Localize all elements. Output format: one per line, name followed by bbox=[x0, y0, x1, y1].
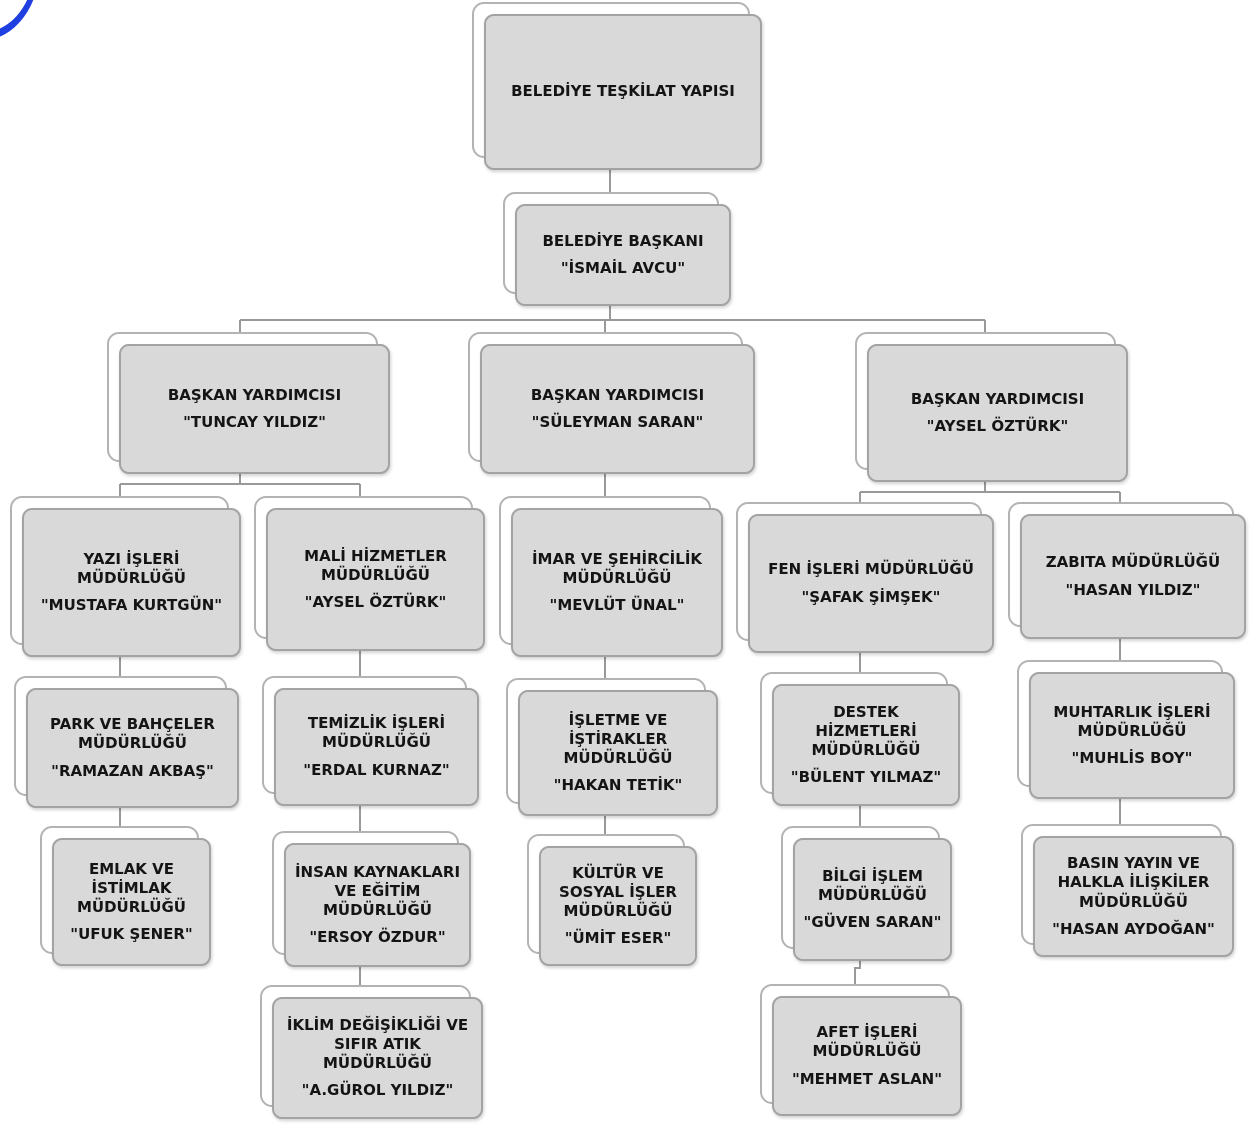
directorate-title: PARK VE BAHÇELER MÜDÜRLÜĞÜ bbox=[50, 715, 215, 753]
directorate-title: TEMİZLİK İŞLERİ MÜDÜRLÜĞÜ bbox=[307, 714, 446, 752]
directorate-isletme-istirakler: İŞLETME VE İŞTİRAKLER MÜDÜRLÜĞÜ "HAKAN T… bbox=[506, 678, 718, 816]
directorate-head-name: "MUHLİS BOY" bbox=[1071, 749, 1193, 768]
deputy-3-title: BAŞKAN YARDIMCISI bbox=[910, 389, 1085, 408]
directorate-head-name: "ERDAL KURNAZ" bbox=[303, 760, 450, 779]
directorate-head-name: "ŞAFAK ŞİMŞEK" bbox=[801, 587, 941, 606]
directorate-title: EMLAK VE İSTİMLAK MÜDÜRLÜĞÜ bbox=[77, 859, 186, 916]
directorate-title: DESTEK HİZMETLERİ MÜDÜRLÜĞÜ bbox=[811, 702, 921, 759]
directorate-title: AFET İŞLERİ MÜDÜRLÜĞÜ bbox=[812, 1023, 922, 1061]
directorate-head-name: "HASAN AYDOĞAN" bbox=[1052, 919, 1215, 938]
directorate-head-name: "MEVLÜT ÜNAL" bbox=[549, 596, 685, 615]
directorate-head-name: "HASAN YILDIZ" bbox=[1065, 580, 1201, 599]
directorate-kultur-sosyal: KÜLTÜR VE SOSYAL İŞLER MÜDÜRLÜĞÜ "ÜMİT E… bbox=[527, 834, 697, 966]
directorate-head-name: "AYSEL ÖZTÜRK" bbox=[304, 593, 447, 612]
directorate-emlak-istimlak: EMLAK VE İSTİMLAK MÜDÜRLÜĞÜ "UFUK ŞENER" bbox=[40, 826, 211, 966]
directorate-fen-isleri: FEN İŞLERİ MÜDÜRLÜĞÜ "ŞAFAK ŞİMŞEK" bbox=[736, 502, 994, 653]
directorate-head-name: "ÜMİT ESER" bbox=[564, 929, 672, 948]
directorate-destek-hizmetleri: DESTEK HİZMETLERİ MÜDÜRLÜĞÜ "BÜLENT YILM… bbox=[760, 672, 960, 806]
directorate-title: İNSAN KAYNAKLARI VE EĞİTİM MÜDÜRLÜĞÜ bbox=[294, 862, 461, 919]
directorate-iklim-sifir-atik: İKLİM DEĞİŞİKLİĞİ VE SIFIR ATIK MÜDÜRLÜĞ… bbox=[260, 985, 483, 1119]
directorate-title: ZABITA MÜDÜRLÜĞÜ bbox=[1045, 553, 1221, 572]
deputy-1-title: BAŞKAN YARDIMCISI bbox=[167, 385, 342, 404]
mayor-name: "İSMAİL AVCU" bbox=[560, 259, 686, 277]
directorate-title: BASIN YAYIN VE HALKLA İLİŞKİLER MÜDÜRLÜĞ… bbox=[1057, 854, 1210, 911]
directorate-head-name: "HAKAN TETİK" bbox=[553, 776, 683, 795]
directorate-title: İŞLETME VE İŞTİRAKLER MÜDÜRLÜĞÜ bbox=[563, 710, 673, 767]
directorate-title: İKLİM DEĞİŞİKLİĞİ VE SIFIR ATIK MÜDÜRLÜĞ… bbox=[286, 1015, 469, 1072]
directorate-park-bahceler: PARK VE BAHÇELER MÜDÜRLÜĞÜ "RAMAZAN AKBA… bbox=[14, 676, 239, 808]
deputy-3-name: "AYSEL ÖZTÜRK" bbox=[926, 417, 1069, 435]
mayor-title: BELEDİYE BAŞKANI bbox=[542, 231, 704, 250]
deputy-1-name: "TUNCAY YILDIZ" bbox=[183, 413, 326, 431]
directorate-imar-sehircilik: İMAR VE ŞEHİRCİLİK MÜDÜRLÜĞÜ "MEVLÜT ÜNA… bbox=[499, 496, 723, 657]
org-chart-title: BELEDİYE TEŞKİLAT YAPISI bbox=[511, 82, 735, 101]
directorate-head-name: "GÜVEN SARAN" bbox=[803, 913, 942, 932]
deputy-box-3: BAŞKAN YARDIMCISI "AYSEL ÖZTÜRK" bbox=[855, 332, 1128, 482]
directorate-title: FEN İŞLERİ MÜDÜRLÜĞÜ bbox=[768, 560, 974, 579]
directorate-muhtarlik-isleri: MUHTARLIK İŞLERİ MÜDÜRLÜĞÜ "MUHLİS BOY" bbox=[1017, 660, 1235, 799]
directorate-temizlik-isleri: TEMİZLİK İŞLERİ MÜDÜRLÜĞÜ "ERDAL KURNAZ" bbox=[262, 676, 479, 806]
directorate-head-name: "MUSTAFA KURTGÜN" bbox=[40, 596, 223, 615]
directorate-head-name: "RAMAZAN AKBAŞ" bbox=[51, 761, 214, 780]
deputy-2-title: BAŞKAN YARDIMCISI bbox=[530, 385, 705, 404]
logo-icon bbox=[0, 0, 34, 37]
directorate-afet-isleri: AFET İŞLERİ MÜDÜRLÜĞÜ "MEHMET ASLAN" bbox=[760, 984, 962, 1116]
directorate-insan-kaynaklari: İNSAN KAYNAKLARI VE EĞİTİM MÜDÜRLÜĞÜ "ER… bbox=[272, 831, 471, 967]
directorate-title: MALİ HİZMETLER MÜDÜRLÜĞÜ bbox=[304, 546, 447, 584]
directorate-title: BİLGİ İŞLEM MÜDÜRLÜĞÜ bbox=[818, 866, 927, 904]
deputy-box-1: BAŞKAN YARDIMCISI "TUNCAY YILDIZ" bbox=[107, 332, 390, 474]
directorate-yazi-isleri: YAZI İŞLERİ MÜDÜRLÜĞÜ "MUSTAFA KURTGÜN" bbox=[10, 496, 241, 657]
deputy-box-2: BAŞKAN YARDIMCISI "SÜLEYMAN SARAN" bbox=[468, 332, 755, 474]
directorate-title: KÜLTÜR VE SOSYAL İŞLER MÜDÜRLÜĞÜ bbox=[559, 863, 677, 920]
directorate-bilgi-islem: BİLGİ İŞLEM MÜDÜRLÜĞÜ "GÜVEN SARAN" bbox=[781, 826, 952, 961]
directorate-mali-hizmetler: MALİ HİZMETLER MÜDÜRLÜĞÜ "AYSEL ÖZTÜRK" bbox=[254, 496, 485, 651]
deputy-2-name: "SÜLEYMAN SARAN" bbox=[531, 413, 704, 431]
directorate-head-name: "MEHMET ASLAN" bbox=[791, 1069, 943, 1088]
directorate-zabita: ZABITA MÜDÜRLÜĞÜ "HASAN YILDIZ" bbox=[1008, 502, 1246, 639]
directorate-title: YAZI İŞLERİ MÜDÜRLÜĞÜ bbox=[77, 549, 186, 587]
org-title-box: BELEDİYE TEŞKİLAT YAPISI bbox=[472, 2, 762, 170]
directorate-basin-yayin: BASIN YAYIN VE HALKLA İLİŞKİLER MÜDÜRLÜĞ… bbox=[1021, 824, 1234, 957]
directorate-head-name: "BÜLENT YILMAZ" bbox=[790, 768, 942, 787]
directorate-head-name: "ERSOY ÖZDUR" bbox=[309, 928, 446, 947]
directorate-title: MUHTARLIK İŞLERİ MÜDÜRLÜĞÜ bbox=[1053, 702, 1211, 740]
directorate-title: İMAR VE ŞEHİRCİLİK MÜDÜRLÜĞÜ bbox=[531, 549, 703, 587]
mayor-box: BELEDİYE BAŞKANI "İSMAİL AVCU" bbox=[503, 192, 731, 306]
directorate-head-name: "A.GÜROL YILDIZ" bbox=[301, 1081, 454, 1100]
directorate-head-name: "UFUK ŞENER" bbox=[70, 925, 193, 944]
